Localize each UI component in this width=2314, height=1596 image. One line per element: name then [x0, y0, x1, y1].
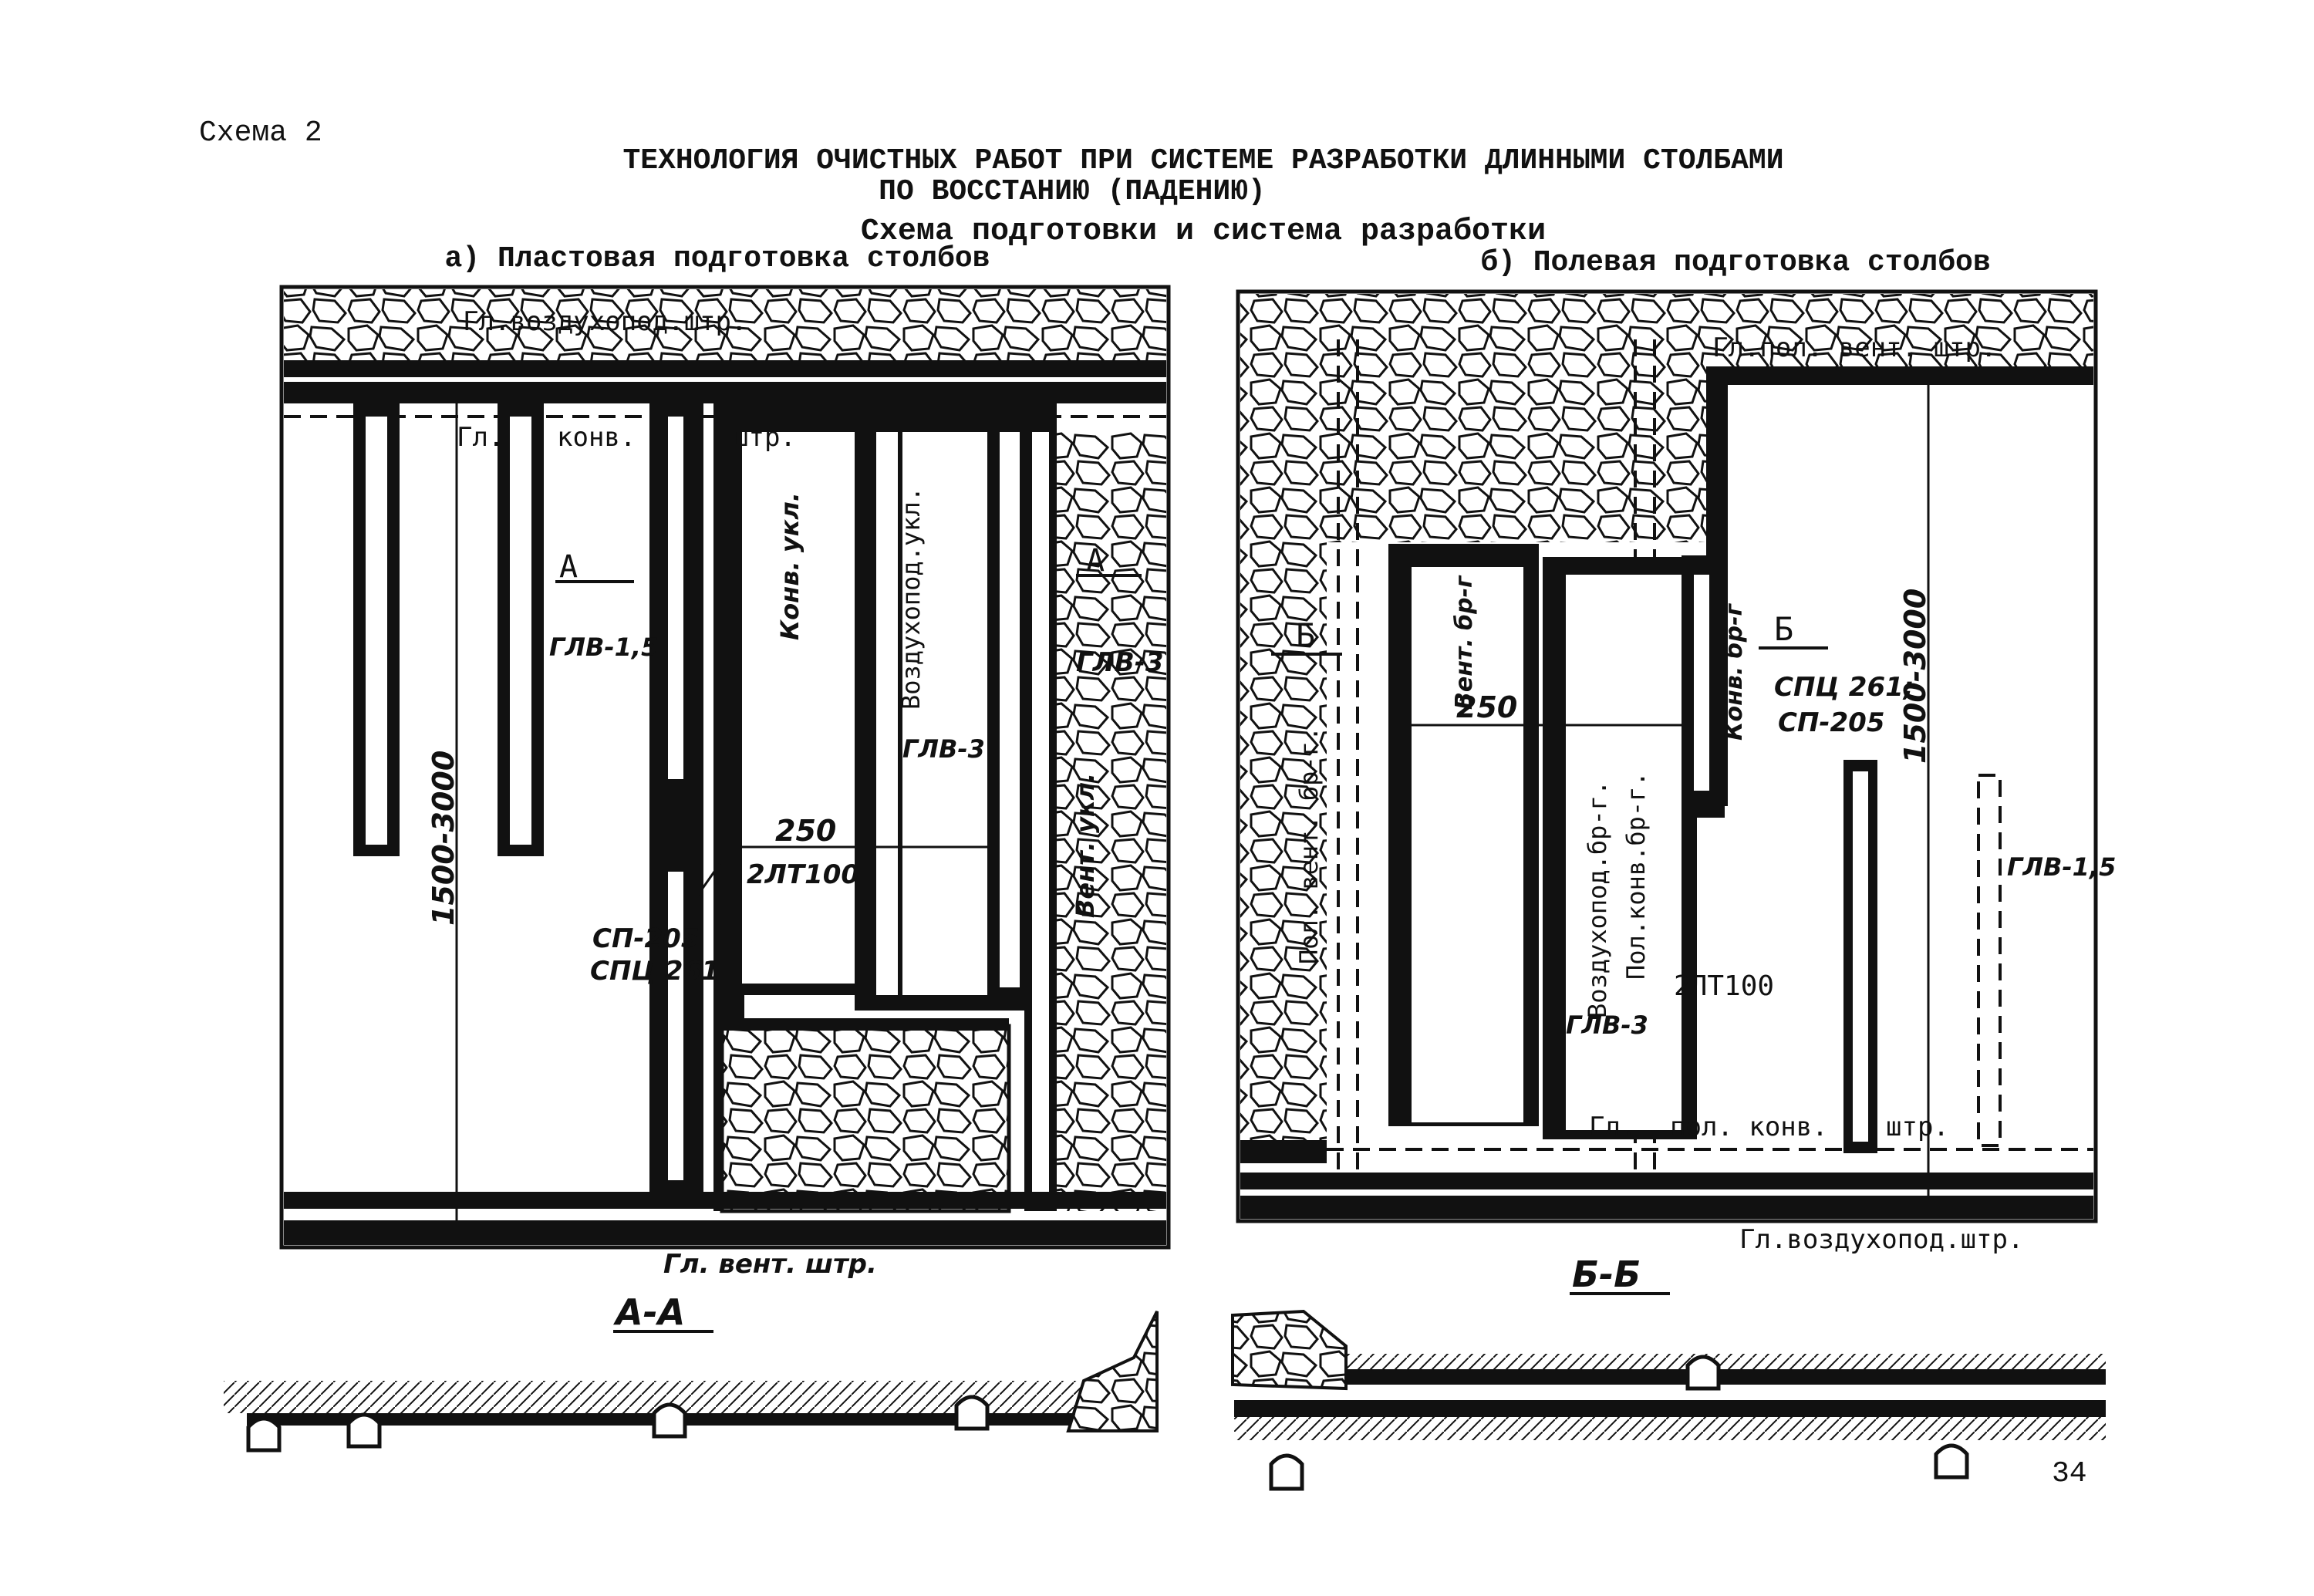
- page-title-line-2: ПО ВОССТАНИЮ (ПАДЕНИЮ): [879, 175, 1266, 208]
- panel-a-conveyor-drift: [284, 382, 1166, 403]
- section-aa-gallery-1: [246, 1416, 282, 1453]
- panel-a-leader: [697, 855, 727, 896]
- panel-a-section-mark-left: А: [559, 549, 578, 585]
- page-subtitle: Схема подготовки и система разработки: [861, 214, 1546, 249]
- panel-b-glv15-label: ГЛВ-1,5: [2007, 852, 2116, 882]
- panel-a-entry-5-gap: [1000, 432, 1020, 987]
- panel-b-glv3-label: ГЛВ-3: [1566, 1011, 1648, 1040]
- panel-b-conveyor-label: 2ЛТ100: [1674, 970, 1774, 1002]
- section-bb-drawing: [1231, 1309, 2106, 1491]
- panel-b-left-rock: [1240, 334, 1327, 1140]
- panel-b-top-rock: [1240, 294, 2093, 334]
- section-bb-rock: [1231, 1309, 1348, 1391]
- panel-a-top-airway: [284, 360, 1166, 377]
- panel-b-panel-2-inner: [1566, 575, 1682, 1130]
- panel-b-air-br-label: Воздухопод.бр-г.: [1583, 781, 1612, 1018]
- section-bb-gallery-1: [1269, 1453, 1304, 1491]
- section-bb-lower-hatch: [1234, 1417, 2106, 1440]
- section-aa-gallery-3: [652, 1402, 687, 1439]
- panel-b-bottom-airway: [1240, 1173, 2093, 1189]
- panel-a-entry-2-gap: [510, 417, 531, 845]
- section-aa-drawing: [224, 1311, 1159, 1453]
- section-aa-rock: [1066, 1311, 1159, 1432]
- panel-a-glv3-mid-label: ГЛВ-3: [902, 734, 985, 764]
- section-bb-label: Б-Б: [1572, 1254, 1641, 1295]
- panel-b-bottom-conv-label-2: пол. конв.: [1670, 1112, 1828, 1142]
- panel-a-goaf: [720, 1024, 1011, 1213]
- panel-a-conveyor-label: 2ЛТ100: [747, 859, 859, 890]
- panel-b-conv-br-label: Конв. бр-г: [1721, 602, 1748, 741]
- panel-b-bottom-airway-2: [1240, 1196, 2093, 1219]
- panel-b-entry-right-1-gap: [1853, 771, 1868, 1142]
- panel-a-glv15-label: ГЛВ-1,5: [549, 633, 658, 662]
- panel-b-spc-label: СПЦ 261;: [1774, 672, 1914, 703]
- panel-a-right-rock: [1057, 432, 1166, 1211]
- panel-b-pol-vent-label: Пол. вент. бр-г.: [1294, 727, 1324, 964]
- panel-a-entry-3-gap: [668, 417, 683, 779]
- panel-a-panel-2-inner: [876, 432, 898, 995]
- section-bb-seam-top: [1346, 1369, 2106, 1385]
- panel-b-frame: [1236, 289, 2098, 1223]
- panel-b-heading: б) Полевая подготовка столбов: [1480, 246, 1990, 279]
- panel-a-section-mark-right: А: [1086, 543, 1105, 579]
- panel-a-conv-drift-label-2: конв.: [557, 422, 636, 453]
- panel-a-glv3-right-label: ГЛВ-3: [1076, 647, 1164, 678]
- panel-b-width-label: 250: [1456, 690, 1517, 724]
- section-bb-gallery-2: [1685, 1355, 1721, 1391]
- panel-b-conv-block-gap: [1694, 575, 1709, 791]
- panel-a-frame: [279, 285, 1171, 1250]
- panel-a-top-rock: [284, 289, 1166, 360]
- panel-b-top-drift: [1712, 366, 2093, 385]
- panel-a-heading: а) Пластовая подготовка столбов: [445, 242, 990, 275]
- panel-a-conv-drift-label-3: штр.: [733, 422, 796, 453]
- panel-a-bottom-drift: [284, 1192, 1166, 1209]
- section-bb-ground-hatch: [1346, 1354, 2106, 1369]
- panel-a-bottom-airway: [284, 1220, 1166, 1245]
- panel-b-pol-conv-label: Пол.конв.бр-г.: [1621, 771, 1651, 980]
- panel-b-mid-rock: [1327, 334, 1712, 542]
- panel-b-section-mark-right: Б: [1774, 610, 1793, 648]
- panel-b-drawing: Гл.пол. вент. штр. Вент. бр-г Конв. бр-г…: [1236, 289, 2116, 1255]
- panel-b-section-mark-left: Б: [1296, 616, 1315, 654]
- panel-b-entry-right-2: [1977, 774, 2002, 1147]
- panel-b-bottom-conv-label-3: штр.: [1886, 1112, 1949, 1142]
- panel-a-entry-1-gap: [366, 417, 387, 845]
- section-aa-label: А-А: [613, 1291, 685, 1333]
- panel-a-drawing: Гл.воздухопод.штр. Гл. конв. штр. Воздух…: [279, 285, 1171, 1280]
- panel-a-goaf-top: [722, 1018, 1009, 1031]
- section-bb-gallery-3: [1934, 1443, 1969, 1480]
- page-title-line-1: ТЕХНОЛОГИЯ ОЧИСТНЫХ РАБОТ ПРИ СИСТЕМЕ РА…: [622, 144, 1783, 177]
- panel-a-conv-drift-label-1: Гл.: [457, 422, 504, 453]
- panel-a-panel-1-inner: [742, 432, 858, 984]
- panel-b-bottom-conv-drift: [1240, 1140, 1327, 1163]
- panel-b-vent-br-label: Вент. бр-г: [1451, 575, 1478, 710]
- panel-b-length-label: 1500-3000: [1898, 589, 1932, 764]
- page-number: 34: [2052, 1457, 2087, 1490]
- section-aa-gallery-4: [954, 1395, 990, 1431]
- section-bb-seam-bottom: [1234, 1400, 2106, 1417]
- panel-a-vent-incline-label: Вент. укл.: [1071, 773, 1100, 918]
- scheme-label: Схема 2: [199, 116, 322, 150]
- panel-a-sp205-label: СП-205: [592, 923, 700, 954]
- panel-a-bottom-drift-label: Гл. вент. штр.: [663, 1249, 877, 1280]
- panel-a-entry-3-gap2: [668, 872, 683, 1180]
- panel-a-top-drift-label: Гл.воздухопод.штр.: [463, 306, 747, 337]
- panel-b-sp205-label: СП-205: [1778, 707, 1885, 738]
- panel-a-length-label: 1500-3000: [427, 751, 460, 926]
- panel-a-right-entry-gap: [1032, 432, 1049, 1203]
- panel-a-spc261-label: СПЦ 261: [590, 956, 720, 987]
- panel-a-air-incline-label: Воздухопод.укл.: [896, 487, 926, 710]
- panel-a-panel-2-face: [902, 432, 987, 995]
- panel-b-bottom-conv-label-1: Гл.: [1589, 1112, 1636, 1142]
- panel-b-panel-frame-inner: [1412, 567, 1523, 1122]
- panel-b-top-drift-label: Гл.пол. вент. штр.: [1712, 332, 1996, 363]
- panel-b-bottom-drift-label: Гл.воздухопод.штр.: [1739, 1224, 2023, 1255]
- section-aa-gallery-2: [346, 1412, 382, 1449]
- panel-a-width-label: 250: [775, 814, 836, 848]
- panel-a-conv-incline-label: Конв. укл.: [775, 492, 805, 640]
